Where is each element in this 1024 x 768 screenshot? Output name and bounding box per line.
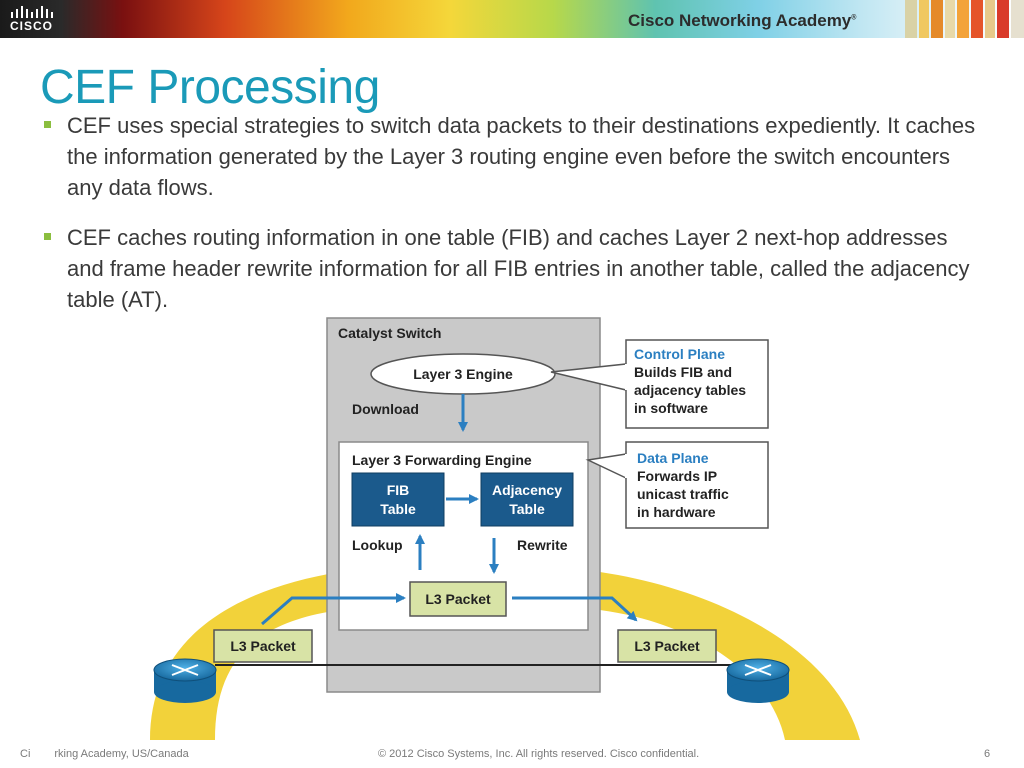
data-plane-title: Data Plane (637, 450, 709, 466)
trademark-mark: ® (851, 14, 857, 22)
adjacency-table-line1: Adjacency (492, 482, 562, 498)
data-plane-line1: Forwards IP (637, 468, 717, 484)
lookup-label: Lookup (352, 537, 403, 553)
rewrite-label: Rewrite (517, 537, 568, 553)
layer3-engine-label: Layer 3 Engine (413, 366, 513, 382)
academy-title-text: Cisco Networking Academy (628, 11, 852, 30)
router-right-icon (726, 658, 790, 703)
bullet-marker-icon (44, 121, 51, 128)
footer-left-b: rking Academy, US/Canada (54, 748, 189, 760)
l3-packet-center-box (409, 581, 507, 617)
control-plane-line1: Builds FIB and (634, 364, 732, 380)
data-plane-box (625, 441, 769, 529)
cef-diagram: Catalyst Switch Layer 3 Engine Download … (0, 310, 1024, 740)
fib-table-box (351, 472, 445, 527)
l3-packet-center-label: L3 Packet (425, 591, 491, 607)
forwarding-engine-label: Layer 3 Forwarding Engine (352, 452, 532, 468)
bullet-text: CEF caches routing information in one ta… (67, 225, 970, 312)
bullet-marker-icon (44, 233, 51, 240)
control-plane-line2: adjacency tables (634, 382, 746, 398)
footer-copyright: © 2012 Cisco Systems, Inc. All rights re… (378, 748, 700, 760)
fib-table-line1: FIB (387, 482, 410, 498)
adjacency-table-box (480, 472, 574, 527)
cisco-logo: CISCO (6, 4, 62, 34)
footer-left-a: Ci (20, 748, 31, 760)
top-banner: CISCO Cisco Networking Academy® (0, 0, 1024, 38)
control-plane-line3: in software (634, 400, 708, 416)
cisco-bars-icon (11, 6, 53, 18)
cisco-logo-text: CISCO (10, 19, 54, 33)
download-label: Download (352, 401, 419, 417)
cef-diagram-svg: Catalyst Switch Layer 3 Engine Download … (150, 317, 860, 740)
switch-label: Catalyst Switch (338, 325, 441, 341)
bullet-text: CEF uses special strategies to switch da… (67, 113, 976, 200)
egress-arrow (512, 596, 638, 622)
l3-packet-left-box (213, 629, 313, 663)
l3-packet-right-box (617, 629, 717, 663)
academy-title: Cisco Networking Academy® (628, 11, 856, 31)
yellow-path-right (600, 572, 860, 740)
data-plane-line2: unicast traffic (637, 486, 729, 502)
fib-table-line2: Table (380, 501, 416, 517)
page-title: CEF Processing (40, 61, 380, 114)
control-plane-box (625, 339, 769, 429)
l3-packet-left-label: L3 Packet (230, 638, 296, 654)
control-plane-title: Control Plane (634, 346, 725, 362)
banner-photo-tiles (905, 0, 1024, 38)
adjacency-table-line2: Table (509, 501, 545, 517)
page-number: 6 (984, 748, 991, 760)
data-plane-line3: in hardware (637, 504, 716, 520)
footer: Ci rking Academy, US/Canada © 2012 Cisco … (0, 746, 1024, 764)
ingress-arrow (261, 593, 406, 626)
router-left-icon (153, 658, 217, 703)
l3-packet-right-label: L3 Packet (634, 638, 700, 654)
footer-left: Ci rking Academy, US/Canada (20, 748, 189, 760)
